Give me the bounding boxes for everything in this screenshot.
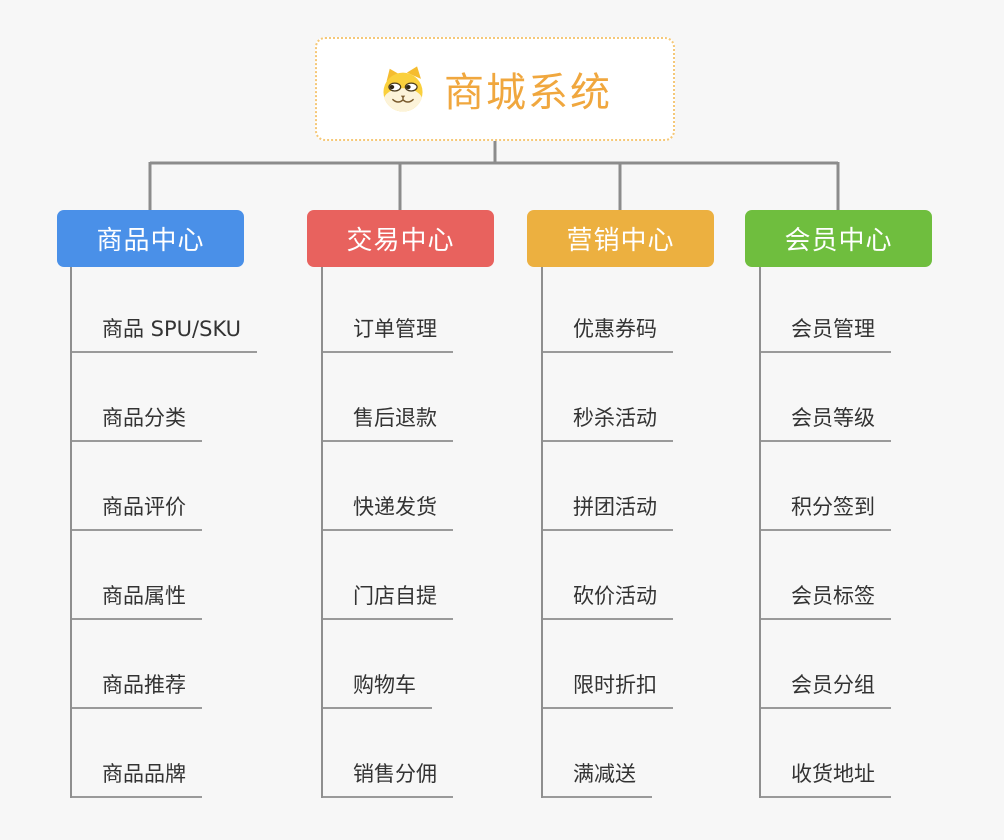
subtopic-node[interactable]: 拼团活动	[543, 491, 673, 531]
branch-node-member-center[interactable]: 会员中心	[745, 210, 932, 267]
subtopic-column-product: 商品 SPU/SKU 商品分类 商品评价 商品属性 商品推荐 商品品牌	[70, 267, 258, 798]
branch-label: 交易中心	[346, 226, 455, 256]
root-topic[interactable]: 商城系统	[315, 37, 675, 141]
doge-icon	[383, 66, 423, 112]
subtopic-node[interactable]: 快递发货	[323, 491, 453, 531]
branch-node-marketing-center[interactable]: 营销中心	[527, 210, 714, 267]
branch-label: 会员中心	[784, 226, 893, 256]
subtopic-node[interactable]: 售后退款	[323, 402, 453, 442]
subtopic-node[interactable]: 销售分佣	[323, 758, 453, 798]
subtopic-node[interactable]: 限时折扣	[543, 669, 673, 709]
branch-node-product-center[interactable]: 商品中心	[57, 210, 244, 267]
subtopic-column-trade: 订单管理 售后退款 快递发货 门店自提 购物车 销售分佣	[321, 267, 453, 798]
subtopic-node[interactable]: 收货地址	[761, 758, 891, 798]
connector-path	[148, 141, 840, 211]
subtopic-node[interactable]: 砍价活动	[543, 580, 673, 620]
root-topic-label: 商城系统	[444, 70, 612, 116]
subtopic-column-marketing: 优惠券码 秒杀活动 拼团活动 砍价活动 限时折扣 满减送	[541, 267, 673, 798]
subtopic-node[interactable]: 秒杀活动	[543, 402, 673, 442]
subtopic-node[interactable]: 商品属性	[72, 580, 202, 620]
subtopic-node[interactable]: 会员标签	[761, 580, 891, 620]
subtopic-node[interactable]: 商品推荐	[72, 669, 202, 709]
subtopic-node[interactable]: 订单管理	[323, 313, 453, 353]
branch-label: 商品中心	[96, 226, 205, 256]
subtopic-node[interactable]: 商品评价	[72, 491, 202, 531]
subtopic-node[interactable]: 商品分类	[72, 402, 202, 442]
subtopic-node[interactable]: 积分签到	[761, 491, 891, 531]
subtopic-node[interactable]: 会员管理	[761, 313, 891, 353]
subtopic-column-member: 会员管理 会员等级 积分签到 会员标签 会员分组 收货地址	[759, 267, 891, 798]
subtopic-node[interactable]: 满减送	[543, 758, 652, 798]
subtopic-node[interactable]: 会员等级	[761, 402, 891, 442]
subtopic-node[interactable]: 商品 SPU/SKU	[72, 313, 258, 353]
branch-node-trade-center[interactable]: 交易中心	[307, 210, 494, 267]
branch-label: 营销中心	[566, 226, 675, 256]
subtopic-node[interactable]: 门店自提	[323, 580, 453, 620]
subtopic-node[interactable]: 会员分组	[761, 669, 891, 709]
subtopic-node[interactable]: 购物车	[323, 669, 432, 709]
subtopic-node[interactable]: 商品品牌	[72, 758, 202, 798]
subtopic-node[interactable]: 优惠券码	[543, 313, 673, 353]
